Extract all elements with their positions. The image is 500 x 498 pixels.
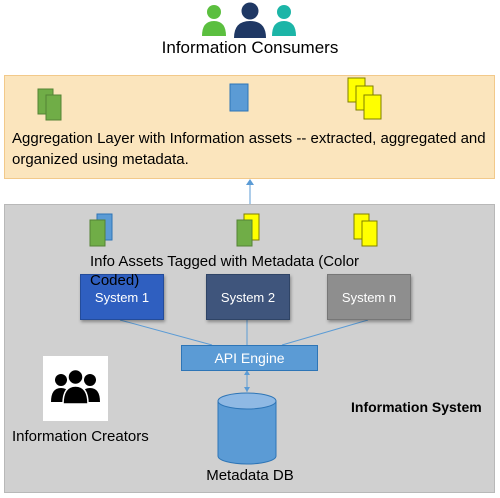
system-1-box: System 1 [80,274,164,320]
green-document-stack-icon [37,88,62,121]
green-blue-document-icon [89,213,113,247]
system-n-box: System n [327,274,411,320]
system-2-box: System 2 [206,274,290,320]
creators-people-icon [51,368,100,405]
arrow-up-to-aggregation [246,179,254,205]
aggregation-layer-text: Aggregation Layer with Information asset… [12,130,486,168]
yellow-document-stack-icon [347,77,382,120]
creators-icon-box [43,356,108,421]
blue-document-icon [229,83,249,112]
tagged-assets-label: Info Assets Tagged with Metadata (Color … [90,253,360,289]
information-system-label: Information System [351,399,482,415]
consumers-label: Information Consumers [161,38,339,57]
yellow-document-stack-small-icon [353,213,378,247]
green-yellow-document-icon [236,213,260,247]
aggregation-layer [4,75,495,179]
api-engine-box: API Engine [181,345,318,371]
consumers-people-icon [202,2,296,38]
metadata-db-label: Metadata DB [206,467,294,484]
creators-label: Information Creators [12,428,149,445]
database-cylinder-icon [217,392,277,465]
